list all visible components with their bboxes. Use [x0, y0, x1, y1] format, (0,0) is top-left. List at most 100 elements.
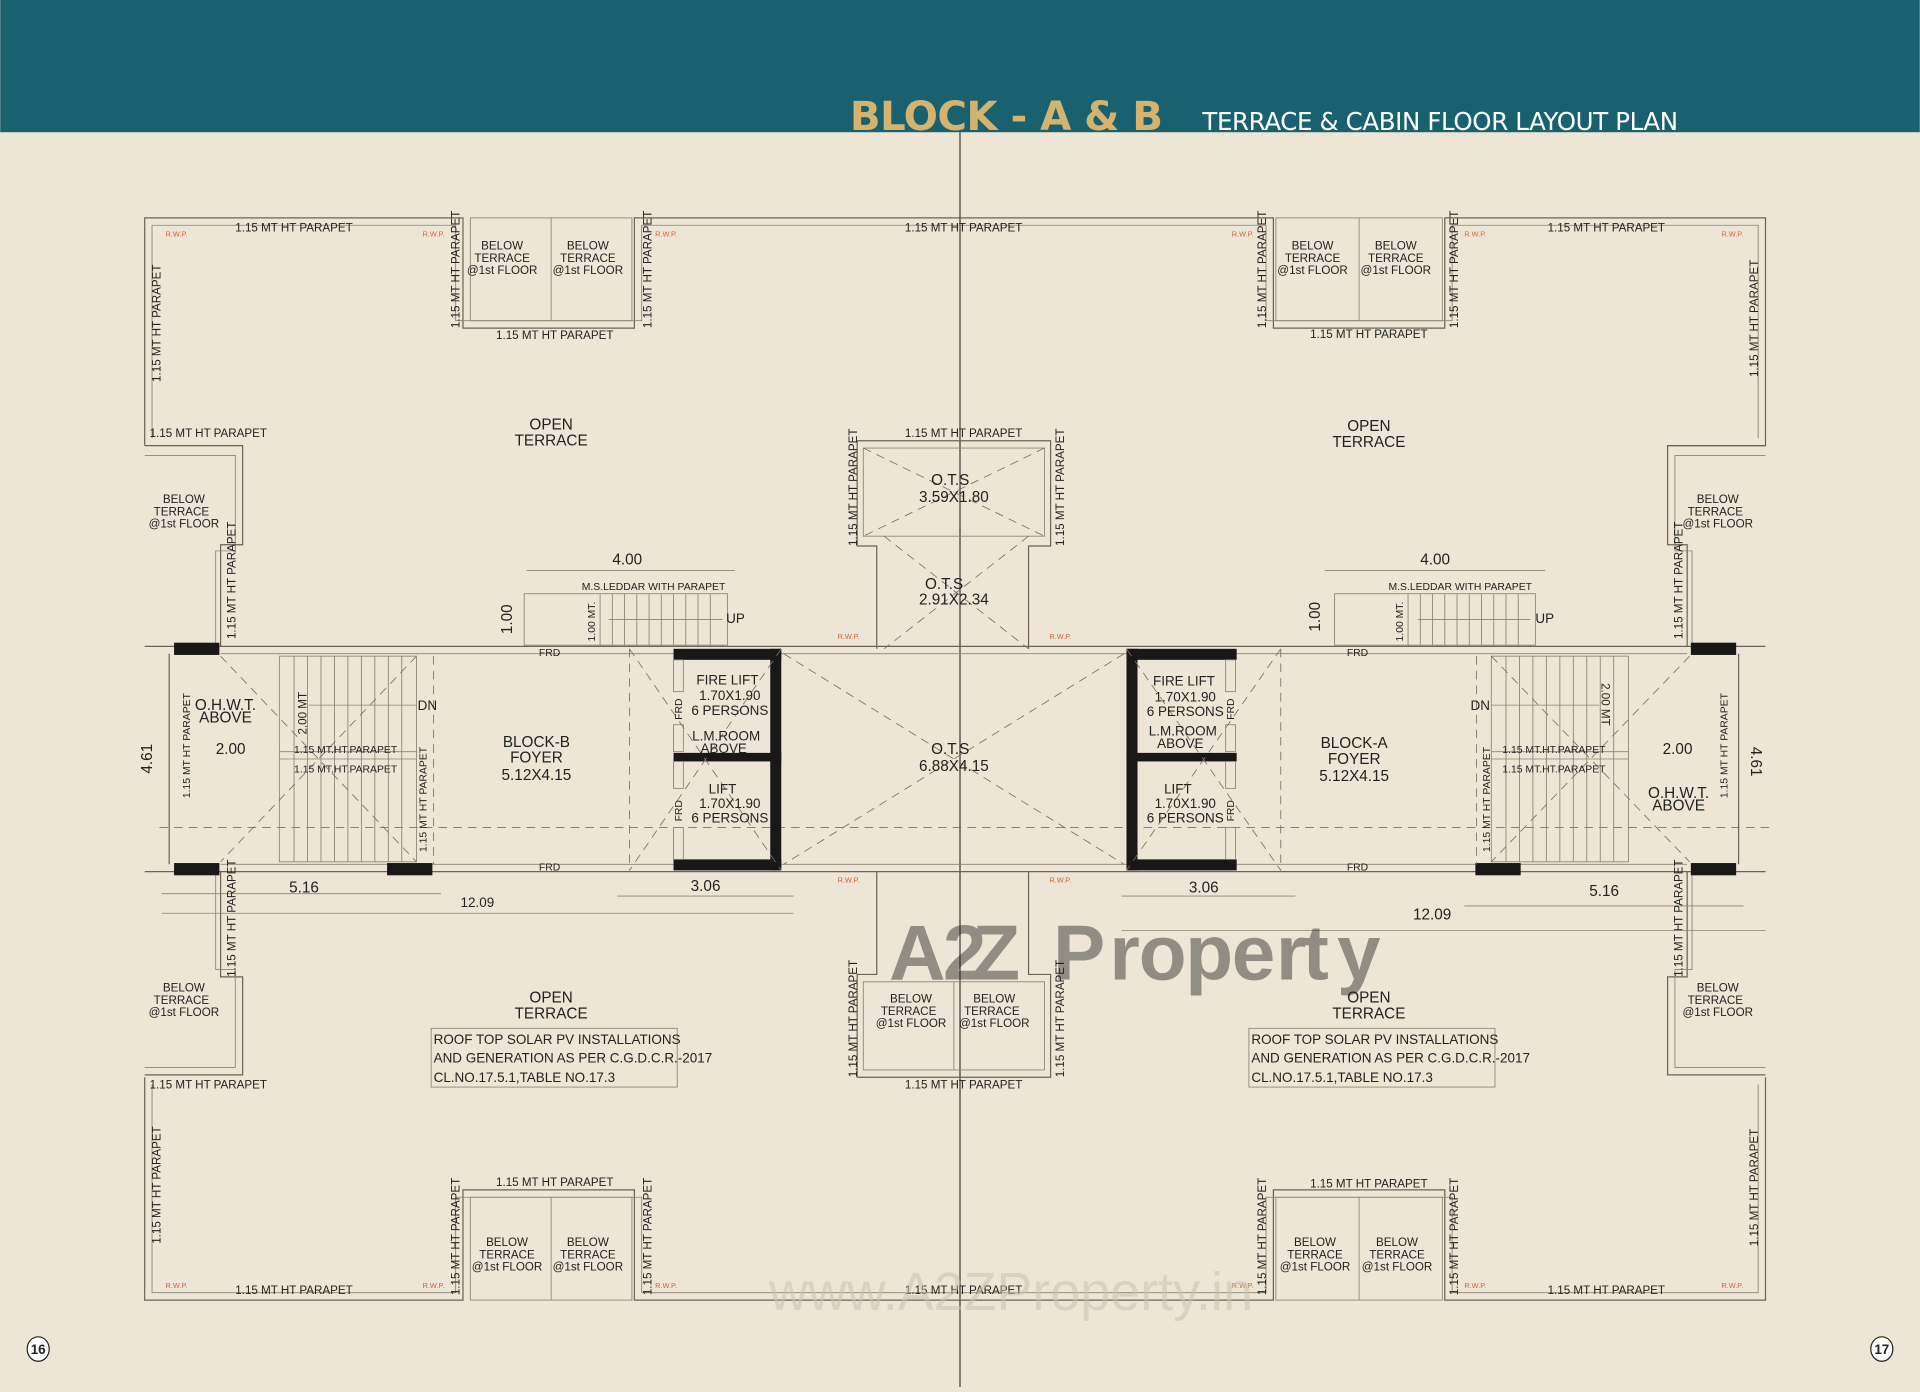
svg-text:BELOW: BELOW	[1376, 1236, 1418, 1249]
svg-text:BELOW: BELOW	[163, 493, 205, 506]
svg-text:FOYER: FOYER	[510, 750, 563, 767]
svg-text:Z: Z	[972, 908, 1020, 996]
solar-note-left: ROOF TOP SOLAR PV INSTALLATIONS AND GENE…	[434, 1032, 713, 1085]
svg-text:BELOW: BELOW	[486, 1236, 528, 1249]
svg-text:e: e	[1232, 908, 1276, 996]
svg-text:TERRACE: TERRACE	[1332, 434, 1405, 451]
svg-text:CL.NO.17.5.1,TABLE NO.17.3: CL.NO.17.5.1,TABLE NO.17.3	[434, 1070, 615, 1085]
svg-text:5.12X4.15: 5.12X4.15	[1319, 768, 1389, 785]
svg-text:FRD: FRD	[1226, 698, 1237, 719]
svg-text:1.15 MT HT PARAPET: 1.15 MT HT PARAPET	[642, 211, 655, 328]
svg-text:CL.NO.17.5.1,TABLE NO.17.3: CL.NO.17.5.1,TABLE NO.17.3	[1251, 1070, 1432, 1085]
svg-text:1.15 MT HT PARAPET: 1.15 MT HT PARAPET	[1256, 211, 1269, 328]
ladder-block-a	[1324, 570, 1546, 646]
svg-text:BLOCK-B: BLOCK-B	[503, 734, 570, 751]
svg-text:@1st FLOOR: @1st FLOOR	[467, 264, 538, 277]
svg-text:TERRACE: TERRACE	[154, 505, 210, 518]
svg-text:M.S.LEDDAR WITH PARAPET: M.S.LEDDAR WITH PARAPET	[582, 582, 726, 593]
svg-text:R.W.P.: R.W.P.	[838, 876, 860, 885]
svg-text:FIRE LIFT: FIRE LIFT	[696, 672, 758, 687]
svg-text:O.H.W.T.: O.H.W.T.	[195, 697, 256, 714]
svg-text:ABOVE: ABOVE	[1652, 797, 1705, 814]
svg-text:L.M.ROOM: L.M.ROOM	[1149, 724, 1217, 739]
svg-text:1.15 MT HT PARAPET: 1.15 MT HT PARAPET	[1720, 692, 1731, 798]
svg-text:BELOW: BELOW	[890, 993, 932, 1006]
svg-text:@1st FLOOR: @1st FLOOR	[1277, 264, 1347, 277]
svg-text:R.W.P.: R.W.P.	[1464, 1281, 1486, 1290]
svg-text:1.15 MT HT PARAPET: 1.15 MT HT PARAPET	[225, 859, 238, 976]
svg-text:1.15 MT HT PARAPET: 1.15 MT HT PARAPET	[905, 1078, 1022, 1091]
page-number-left: 16	[26, 1336, 50, 1362]
svg-text:OPEN: OPEN	[1347, 990, 1390, 1007]
svg-text:BELOW: BELOW	[567, 1236, 609, 1249]
svg-text:1.15 MT HT PARAPET: 1.15 MT HT PARAPET	[1482, 746, 1493, 852]
svg-text:@1st FLOOR: @1st FLOOR	[1683, 1006, 1754, 1019]
svg-text:TERRACE: TERRACE	[1688, 505, 1744, 518]
svg-text:TERRACE: TERRACE	[474, 252, 530, 265]
svg-text:4.61: 4.61	[139, 744, 156, 774]
svg-text:1.15 MT.HT.PARAPET: 1.15 MT.HT.PARAPET	[294, 745, 398, 756]
svg-text:R.W.P.: R.W.P.	[1721, 229, 1743, 238]
svg-text:TERRACE: TERRACE	[964, 1005, 1020, 1018]
svg-text:@1st FLOOR: @1st FLOOR	[472, 1261, 543, 1274]
svg-text:L.M.ROOM: L.M.ROOM	[692, 729, 760, 744]
svg-text:OPEN: OPEN	[529, 417, 572, 434]
core-band	[144, 570, 1776, 931]
svg-text:1.15 MT HT PARAPET: 1.15 MT HT PARAPET	[1448, 211, 1461, 328]
svg-text:1.00: 1.00	[499, 604, 516, 634]
svg-text:1.15 MT HT PARAPET: 1.15 MT HT PARAPET	[1548, 1284, 1665, 1297]
dimension-labels: 4.00 4.00 1.00 1.00 2.00 2.00 4.61 4.61 …	[139, 551, 1764, 923]
svg-text:R.W.P.: R.W.P.	[1049, 632, 1071, 641]
svg-text:R.W.P.: R.W.P.	[655, 229, 677, 238]
svg-text:FRD: FRD	[674, 800, 685, 821]
svg-text:1.00 MT.: 1.00 MT.	[1395, 602, 1406, 642]
svg-text:5.16: 5.16	[289, 879, 319, 896]
svg-text:R.W.P.: R.W.P.	[166, 1281, 188, 1290]
below-terrace-labels: BELOW TERRACE @1st FLOOR BELOW TERRACE @…	[149, 240, 1753, 1274]
svg-text:1.15 MT HT PARAPET: 1.15 MT HT PARAPET	[905, 427, 1022, 440]
svg-text:FRD: FRD	[539, 862, 560, 873]
svg-text:LIFT: LIFT	[709, 781, 737, 796]
lift-core-block-a	[1126, 648, 1282, 871]
svg-text:R.W.P.: R.W.P.	[1721, 1281, 1743, 1290]
svg-text:FIRE LIFT: FIRE LIFT	[1153, 674, 1215, 689]
header-subtitle: TERRACE & CABIN FLOOR LAYOUT PLAN	[1201, 107, 1677, 136]
open-terrace-labels: OPEN TERRACE OPEN TERRACE OPEN TERRACE O…	[515, 417, 1406, 1023]
svg-text:@1st FLOOR: @1st FLOOR	[149, 518, 220, 531]
rwp-markers: R.W.P. R.W.P. R.W.P. R.W.P. R.W.P. R.W.P…	[166, 229, 1744, 1290]
column	[1690, 863, 1737, 876]
svg-text:ABOVE: ABOVE	[701, 741, 747, 756]
svg-text:TERRACE: TERRACE	[881, 1005, 937, 1018]
svg-text:1.15 MT HT PARAPET: 1.15 MT HT PARAPET	[642, 1178, 655, 1295]
svg-text:R.W.P.: R.W.P.	[166, 229, 188, 238]
svg-text:TERRACE: TERRACE	[1285, 252, 1341, 265]
svg-text:1.70X1.90: 1.70X1.90	[699, 688, 760, 703]
svg-text:1.15 MT HT PARAPET: 1.15 MT HT PARAPET	[847, 960, 860, 1077]
svg-text:1.15 MT HT PARAPET: 1.15 MT HT PARAPET	[847, 429, 860, 546]
svg-text:@1st FLOOR: @1st FLOOR	[1683, 518, 1754, 531]
svg-text:o: o	[1139, 908, 1187, 996]
svg-text:AND GENERATION AS PER C.G.D.C.: AND GENERATION AS PER C.G.D.C.R.-2017	[1251, 1051, 1530, 1066]
svg-text:6 PERSONS: 6 PERSONS	[691, 811, 768, 826]
svg-text:3.59X1.80: 3.59X1.80	[919, 489, 989, 506]
svg-text:1.15 MT HT PARAPET: 1.15 MT HT PARAPET	[418, 746, 429, 852]
svg-text:1.15 MT HT PARAPET: 1.15 MT HT PARAPET	[1310, 1177, 1427, 1190]
header-band	[0, 0, 1920, 133]
svg-text:R.W.P.: R.W.P.	[1464, 229, 1486, 238]
svg-text:TERRACE: TERRACE	[515, 1006, 588, 1023]
svg-text:2.00: 2.00	[1663, 741, 1693, 758]
svg-text:p: p	[1185, 908, 1233, 996]
svg-text:1.70X1.90: 1.70X1.90	[699, 796, 760, 811]
svg-text:2: 2	[943, 908, 987, 996]
svg-text:BLOCK-A: BLOCK-A	[1321, 735, 1389, 752]
parapet-labels: 1.15 MT HT PARAPET 1.15 MT HT PARAPET 1.…	[150, 211, 1762, 1297]
svg-text:1.15 MT HT PARAPET: 1.15 MT HT PARAPET	[150, 427, 267, 440]
solar-note-box-left	[430, 1027, 678, 1088]
page-number-right: 17	[1870, 1336, 1894, 1362]
svg-text:1.15 MT HT PARAPET: 1.15 MT HT PARAPET	[1310, 328, 1427, 341]
block-a-labels: BLOCK-A FOYER 5.12X4.15 FIRE LIFT 1.70X1…	[1147, 582, 1709, 873]
svg-text:12.09: 12.09	[461, 895, 495, 910]
svg-text:5.16: 5.16	[1589, 883, 1619, 900]
svg-text:1.15 MT HT PARAPET: 1.15 MT HT PARAPET	[235, 1284, 352, 1297]
